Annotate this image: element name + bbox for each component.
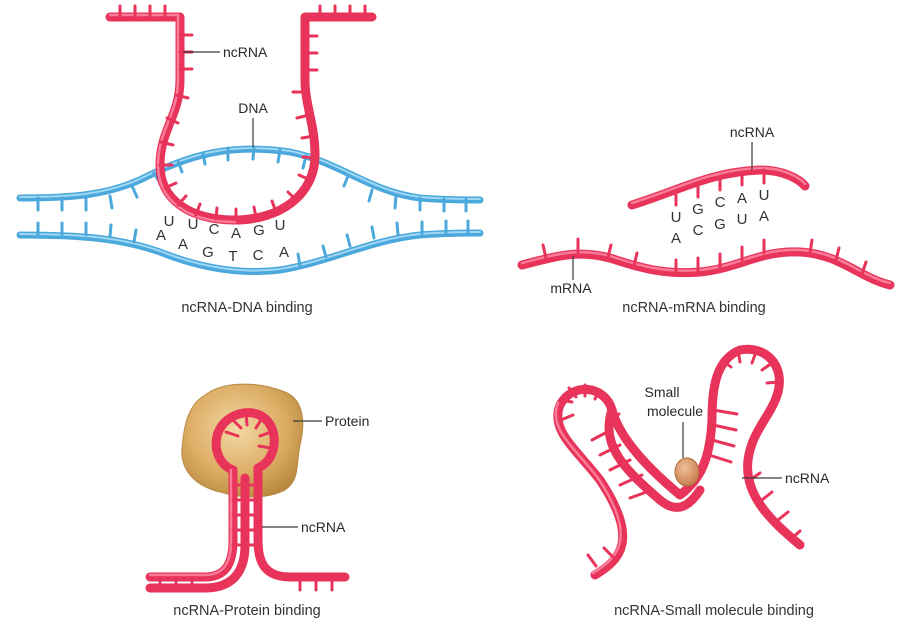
caption-ncrna-small-molecule: ncRNA-Small molecule binding: [614, 603, 814, 619]
small-molecule-label-line1: Small: [644, 384, 679, 400]
ncrna-loop: [105, 4, 377, 225]
small-molecule-label-line2: molecule: [647, 403, 703, 419]
panel-ncrna-dna-binding: U U C A G U A A G T C A ncRNA DNA ncRNA-…: [16, 4, 484, 316]
base-letter: A: [178, 236, 188, 253]
caption-ncrna-dna: ncRNA-DNA binding: [181, 300, 312, 316]
ncrna-bases: U U C A G U: [164, 213, 286, 242]
ncrna-bases: U G C A U: [671, 187, 770, 226]
base-letter: A: [156, 227, 166, 244]
base-letter: A: [759, 208, 769, 225]
protein-label: Protein: [325, 413, 369, 429]
base-letter: G: [714, 216, 726, 233]
base-letter: C: [693, 222, 704, 239]
base-letter: U: [164, 213, 175, 230]
base-letter: A: [737, 190, 747, 207]
protein-blob: [181, 383, 304, 498]
base-letter: C: [715, 194, 726, 211]
base-letter: A: [671, 230, 681, 247]
dna-top-strand-ticks: [36, 145, 468, 213]
panel-ncrna-protein-binding: Protein ncRNA ncRNA-Protein binding: [145, 383, 369, 619]
hairpin-ticks: [158, 411, 334, 592]
ncrna-strand: [627, 165, 810, 210]
mrna-strand: [517, 237, 895, 290]
base-letter: G: [692, 201, 704, 218]
base-letter: U: [759, 187, 770, 204]
dna-bases: A A G T C A: [156, 227, 289, 265]
base-letter: A: [231, 225, 241, 242]
base-letter: C: [253, 247, 264, 264]
ncrna-label: ncRNA: [730, 124, 775, 140]
base-letter: T: [228, 248, 237, 265]
ncrna-label: ncRNA: [785, 470, 830, 486]
base-letter: G: [253, 222, 265, 239]
base-letter: U: [188, 216, 199, 233]
base-letter: U: [275, 217, 286, 234]
dna-double-helix: [16, 145, 484, 276]
ncrna-label: ncRNA: [301, 519, 346, 535]
panel-ncrna-mrna-binding: U G C A U A C G U A ncRNA mRNA ncRNA-mRN…: [517, 124, 895, 316]
dna-label: DNA: [238, 100, 268, 116]
caption-ncrna-mrna: ncRNA-mRNA binding: [622, 300, 765, 316]
ncrna-hairpin: [145, 408, 350, 593]
panel-ncrna-small-molecule-binding: Small molecule ncRNA ncRNA-Small molecul…: [553, 344, 830, 619]
base-letter: G: [202, 244, 214, 261]
dna-bottom-strand-ticks: [36, 219, 470, 268]
small-molecule: [674, 457, 700, 487]
caption-ncrna-protein: ncRNA-Protein binding: [173, 603, 321, 619]
ncrna-label: ncRNA: [223, 44, 268, 60]
double-hairpin-ticks: [558, 348, 802, 568]
mrna-bases: A C G U A: [671, 208, 769, 247]
base-letter: C: [209, 221, 220, 238]
base-letter: A: [279, 244, 289, 261]
mrna-label: mRNA: [550, 280, 592, 296]
base-letter: U: [737, 211, 748, 228]
base-letter: U: [671, 209, 682, 226]
